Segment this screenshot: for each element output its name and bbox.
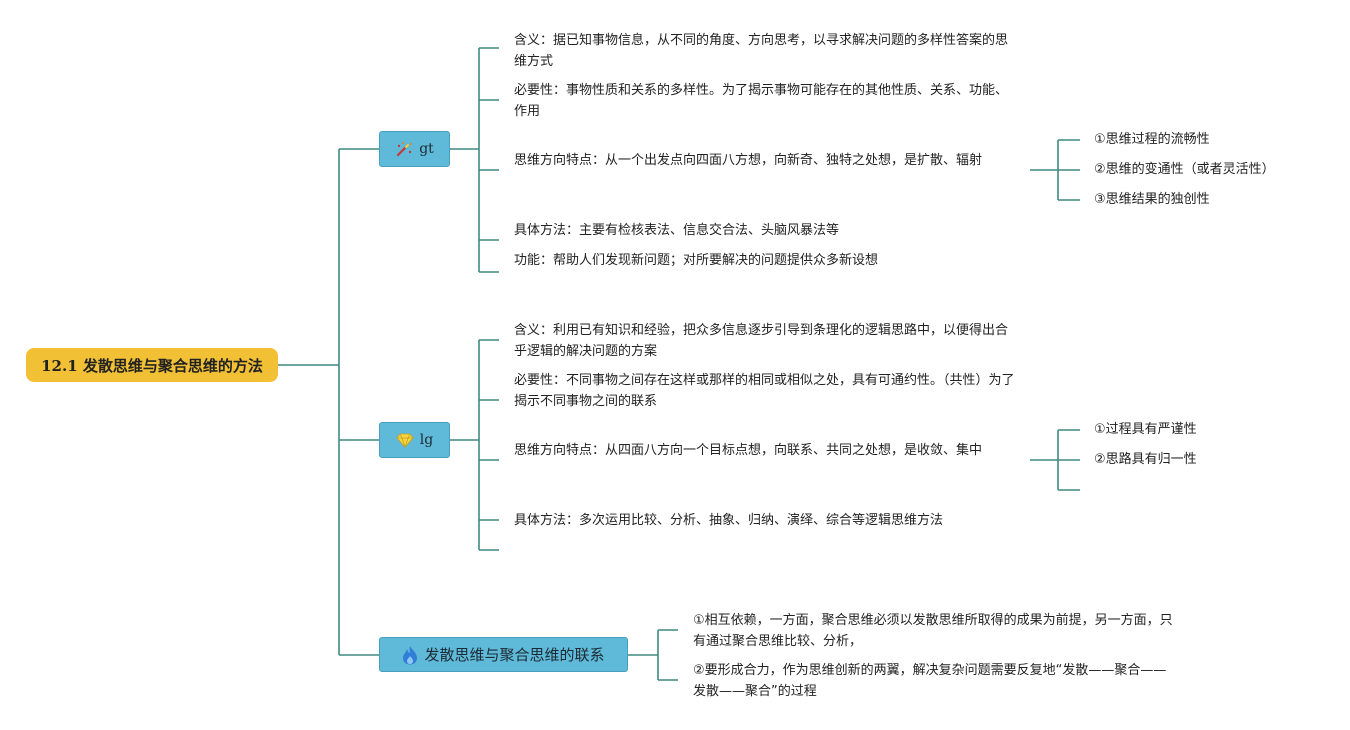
diamond-icon xyxy=(396,432,414,448)
branch-gt-label: gt xyxy=(419,141,434,157)
lg-item-direction-text: 思维方向特点：从四面八方向一个目标点想，向联系、共同之处想，是收敛、集中 xyxy=(514,443,983,458)
gt-feature-3[interactable]: ③思维结果的独创性 xyxy=(1094,190,1210,210)
lg-feature-1-text: ①过程具有严谨性 xyxy=(1094,422,1197,437)
lg-item-methods[interactable]: 具体方法：多次运用比较、分析、抽象、归纳、演绎、综合等逻辑思维方法 xyxy=(514,510,1019,531)
link-item-synergy[interactable]: ②要形成合力，作为思维创新的两翼，解决复杂问题需要反复地“发散——聚合——发散—… xyxy=(693,660,1178,702)
gt-feature-2[interactable]: ②思维的变通性（或者灵活性） xyxy=(1094,160,1275,180)
link-item-interdependence-text: ①相互依赖，一方面，聚合思维必须以发散思维所取得的成果为前提，另一方面，只有通过… xyxy=(693,613,1173,649)
gt-item-function[interactable]: 功能：帮助人们发现新问题；对所要解决的问题提供众多新设想 xyxy=(514,250,1019,271)
lg-item-direction[interactable]: 思维方向特点：从四面八方向一个目标点想，向联系、共同之处想，是收敛、集中 xyxy=(514,440,1019,461)
branch-lg[interactable]: lg xyxy=(379,422,450,458)
lg-feature-1[interactable]: ①过程具有严谨性 xyxy=(1094,420,1197,440)
lg-item-meaning[interactable]: 含义：利用已有知识和经验，把众多信息逐步引导到条理化的逻辑思路中，以便得出合乎逻… xyxy=(514,320,1019,362)
gt-feature-2-text: ②思维的变通性（或者灵活性） xyxy=(1094,162,1275,177)
branch-gt[interactable]: gt xyxy=(379,131,450,167)
gt-item-meaning[interactable]: 含义：据已知事物信息，从不同的角度、方向思考，以寻求解决问题的多样性答案的思维方… xyxy=(514,30,1019,72)
branch-lg-label: lg xyxy=(419,432,434,448)
gt-item-direction[interactable]: 思维方向特点：从一个出发点向四面八方想，向新奇、独特之处想，是扩散、辐射 xyxy=(514,150,1019,171)
gt-item-methods[interactable]: 具体方法：主要有检核表法、信息交合法、头脑风暴法等 xyxy=(514,220,1019,241)
magic-wand-sparkle-icon xyxy=(395,141,413,157)
gt-item-methods-text: 具体方法：主要有检核表法、信息交合法、头脑风暴法等 xyxy=(514,223,840,238)
lg-feature-2-text: ②思路具有归一性 xyxy=(1094,452,1197,467)
lg-item-methods-text: 具体方法：多次运用比较、分析、抽象、归纳、演绎、综合等逻辑思维方法 xyxy=(514,513,944,528)
link-item-synergy-text: ②要形成合力，作为思维创新的两翼，解决复杂问题需要反复地“发散——聚合——发散—… xyxy=(693,663,1167,699)
root-topic[interactable]: 12.1 发散思维与聚合思维的方法 xyxy=(26,348,278,382)
lg-item-meaning-text: 含义：利用已有知识和经验，把众多信息逐步引导到条理化的逻辑思路中，以便得出合乎逻… xyxy=(514,323,1009,359)
gt-feature-1[interactable]: ①思维过程的流畅性 xyxy=(1094,130,1210,150)
flame-icon xyxy=(402,645,418,665)
gt-item-necessity[interactable]: 必要性：事物性质和关系的多样性。为了揭示事物可能存在的其他性质、关系、功能、作用 xyxy=(514,80,1019,122)
branch-link-label: 发散思维与聚合思维的联系 xyxy=(424,646,605,664)
gt-item-function-text: 功能：帮助人们发现新问题；对所要解决的问题提供众多新设想 xyxy=(514,253,879,268)
lg-feature-2[interactable]: ②思路具有归一性 xyxy=(1094,450,1197,470)
gt-item-necessity-text: 必要性：事物性质和关系的多样性。为了揭示事物可能存在的其他性质、关系、功能、作用 xyxy=(514,83,1009,119)
branch-link[interactable]: 发散思维与聚合思维的联系 xyxy=(379,637,628,672)
lg-item-necessity[interactable]: 必要性：不同事物之间存在这样或那样的相同或相似之处，具有可通约性。（共性）为了揭… xyxy=(514,370,1019,412)
gt-item-direction-text: 思维方向特点：从一个出发点向四面八方想，向新奇、独特之处想，是扩散、辐射 xyxy=(514,153,983,168)
gt-item-meaning-text: 含义：据已知事物信息，从不同的角度、方向思考，以寻求解决问题的多样性答案的思维方… xyxy=(514,33,1009,69)
gt-feature-1-text: ①思维过程的流畅性 xyxy=(1094,132,1210,147)
lg-item-necessity-text: 必要性：不同事物之间存在这样或那样的相同或相似之处，具有可通约性。（共性）为了揭… xyxy=(514,373,1015,409)
root-topic-label: 12.1 发散思维与聚合思维的方法 xyxy=(41,356,263,375)
link-item-interdependence[interactable]: ①相互依赖，一方面，聚合思维必须以发散思维所取得的成果为前提，另一方面，只有通过… xyxy=(693,610,1178,652)
gt-feature-3-text: ③思维结果的独创性 xyxy=(1094,192,1210,207)
